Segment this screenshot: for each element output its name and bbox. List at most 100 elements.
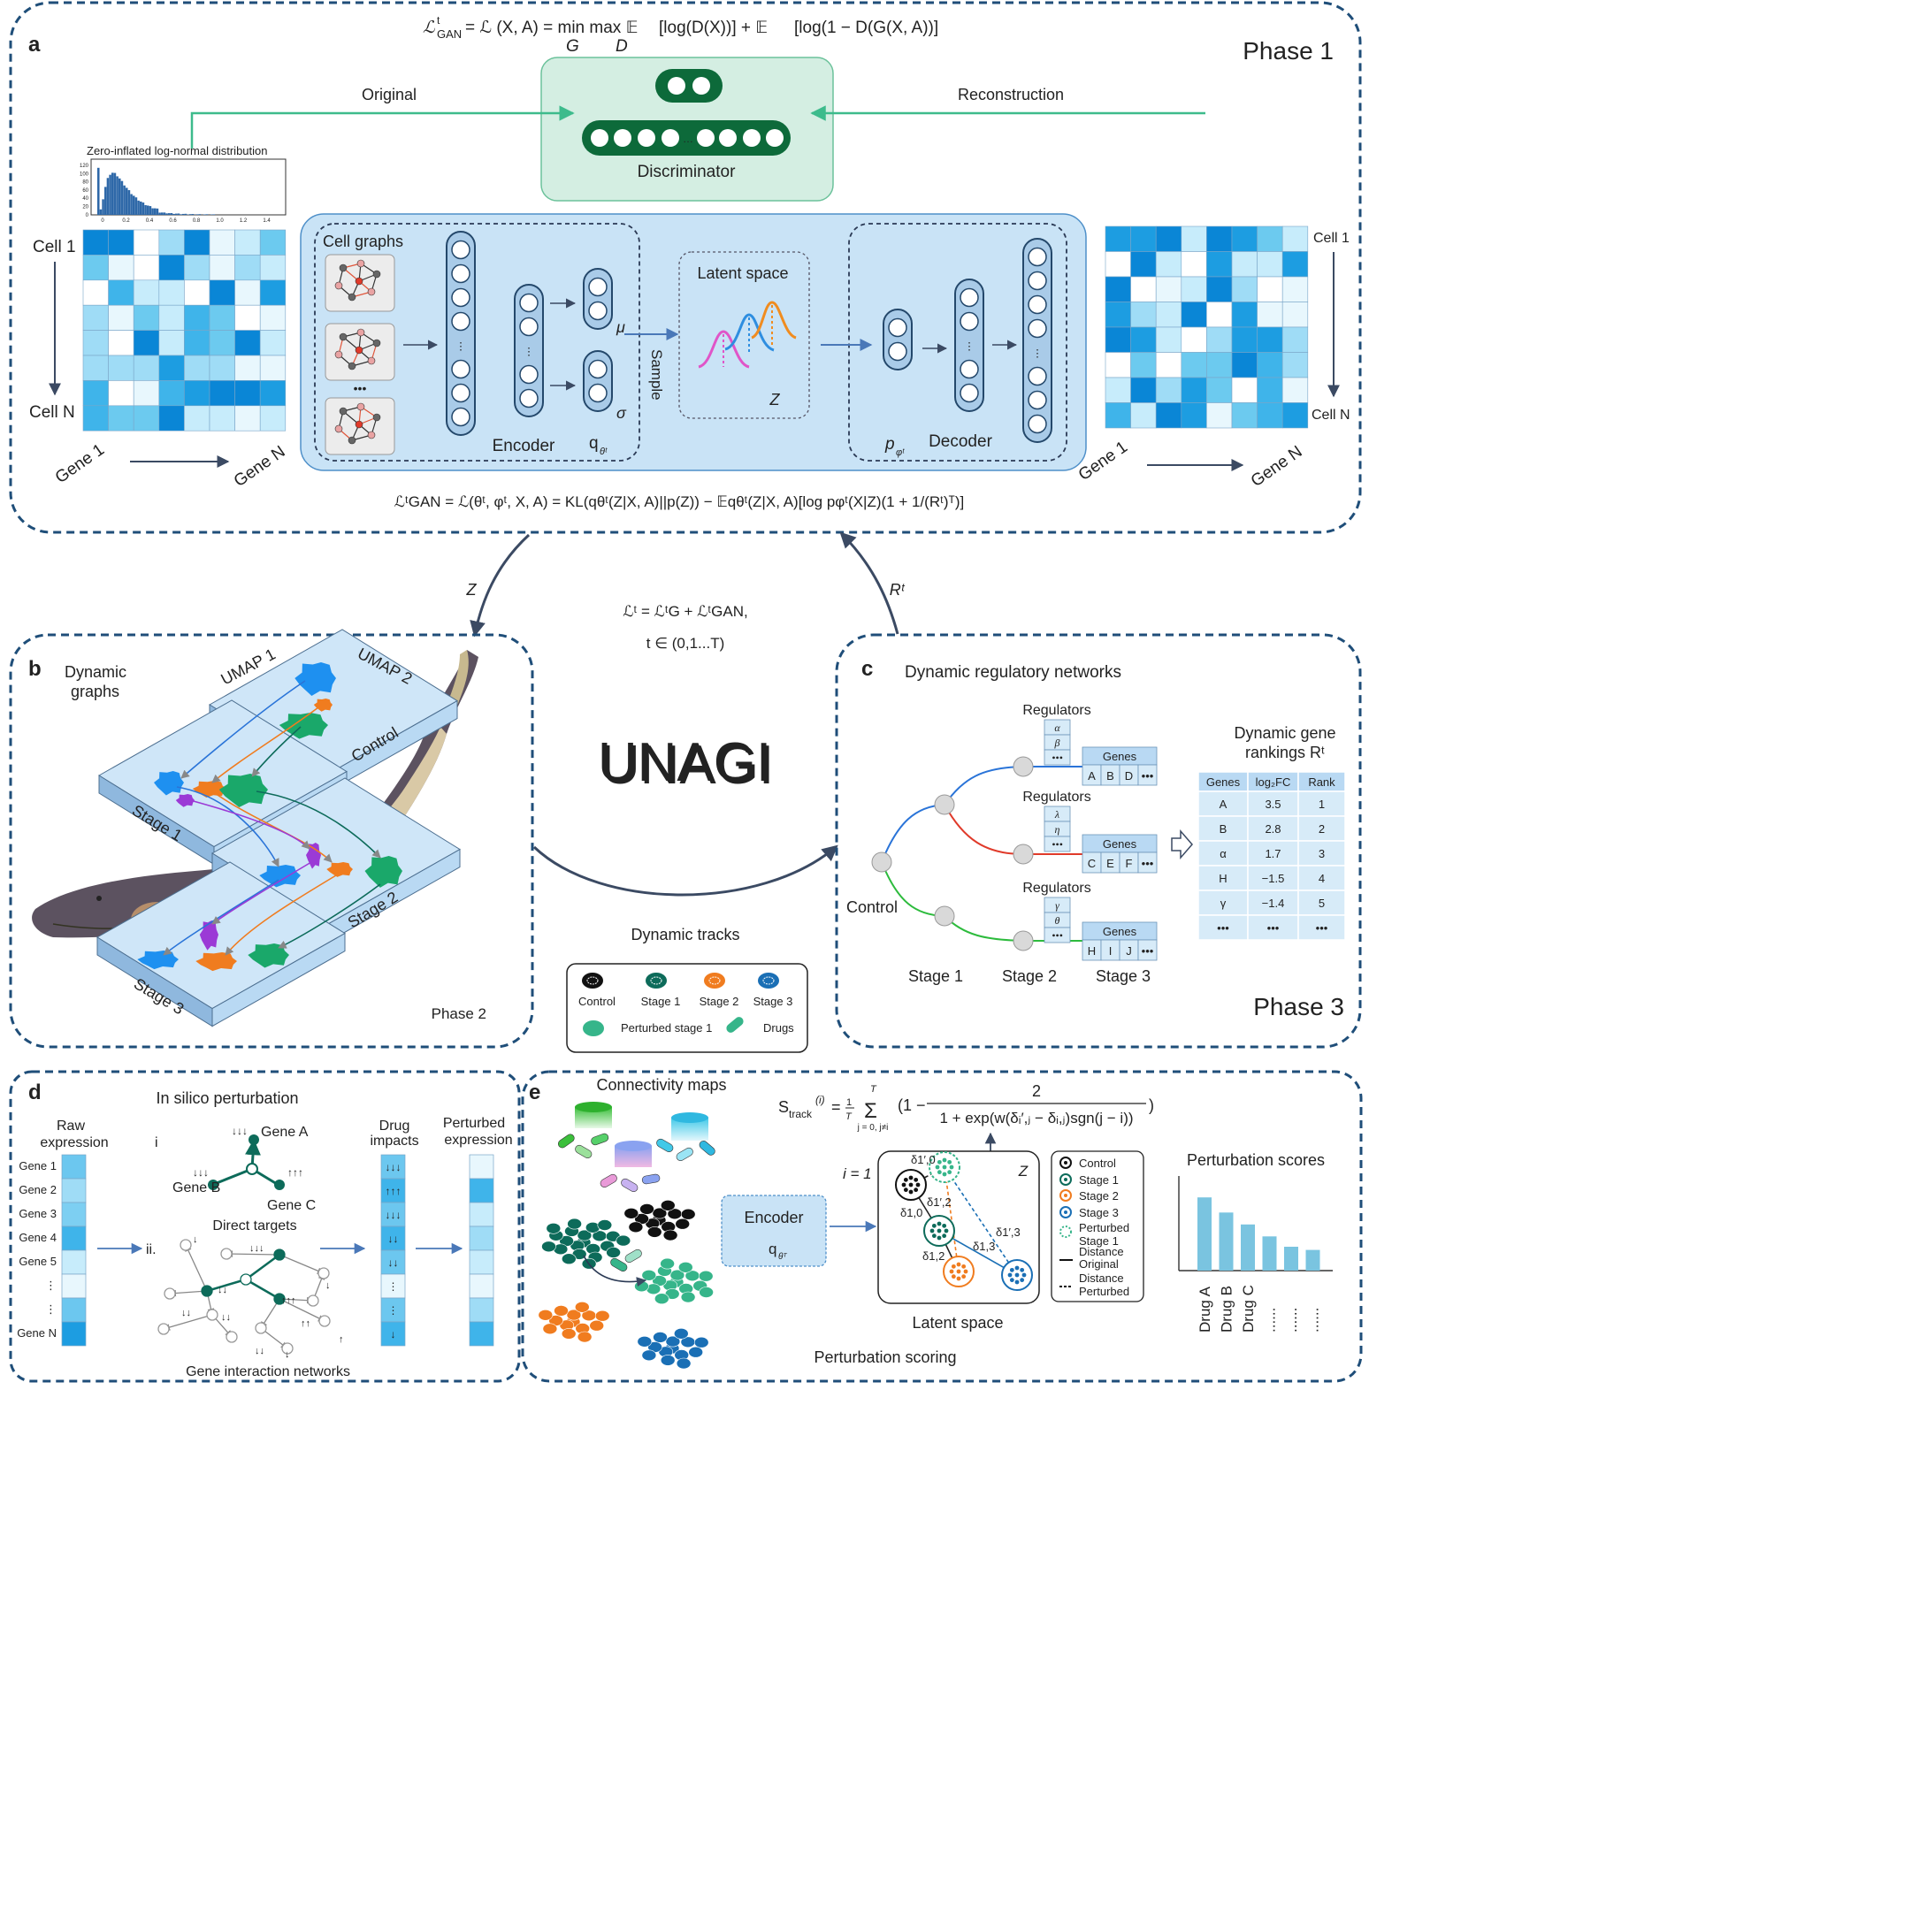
raw-cell	[61, 1202, 87, 1227]
heatmap-cell	[1281, 225, 1309, 252]
stage1-cell	[606, 1247, 621, 1258]
panel-d-letter: d	[28, 1081, 42, 1104]
rank-arrow	[1171, 829, 1193, 860]
stage1-cell	[567, 1218, 582, 1230]
encoder-input-layer	[446, 231, 476, 436]
layer-node	[1028, 247, 1047, 267]
hist-y-tick: 0	[86, 213, 89, 218]
heatmap-cell	[209, 355, 235, 381]
hist-bar	[182, 213, 185, 215]
heatmap-cell	[1231, 225, 1258, 252]
drug-pill	[610, 1257, 628, 1271]
heatmap-cell	[1231, 377, 1258, 403]
drug-pill	[676, 1147, 693, 1161]
gene-c-node	[274, 1180, 285, 1190]
layer-node	[451, 240, 470, 260]
heatmap-cell	[259, 229, 287, 256]
stage2-cell	[538, 1310, 554, 1321]
latent-control-node-dot	[914, 1187, 919, 1193]
layer-node	[1028, 414, 1047, 434]
encoder-e-q: q	[769, 1241, 776, 1257]
perturbed-cell	[654, 1293, 669, 1304]
encoder-e-q-sub: θᵀ	[778, 1252, 787, 1262]
control-cell	[660, 1200, 676, 1211]
raw-cell	[61, 1297, 87, 1323]
dt-drug-node	[246, 1163, 258, 1175]
hist-bar	[130, 194, 133, 215]
latent-gaussians	[698, 301, 797, 369]
network-effect-arrows: ↓	[193, 1234, 198, 1245]
impact-cell	[380, 1273, 406, 1299]
legend-e-label: Stage 3	[1079, 1206, 1119, 1219]
heatmap-cell	[234, 279, 261, 306]
rank-title-1: Dynamic gene	[1234, 724, 1335, 742]
panel-c-border	[835, 633, 1362, 1049]
hist-y-tick: 40	[82, 196, 88, 202]
hist-y-tick: 100	[80, 172, 89, 177]
heatmap-cell	[158, 229, 185, 256]
regulators-label: Regulators	[1022, 881, 1090, 896]
encoder-region	[314, 223, 640, 462]
s1-purple-cluster	[175, 794, 195, 807]
network-drug-edge	[245, 1278, 280, 1301]
latent-control-node-dot	[915, 1182, 921, 1187]
heatmap-cell	[1231, 402, 1258, 429]
rank-cell	[1297, 914, 1346, 941]
tree-edge-blue-1	[881, 804, 945, 863]
heatmap-cell	[184, 405, 210, 431]
reconstructed-expression-matrix	[1105, 225, 1309, 429]
heatmap-cell	[1105, 276, 1131, 302]
heatmap-cell	[1130, 402, 1157, 429]
disc-node	[668, 77, 685, 95]
s-track-sigma: Σ	[864, 1099, 877, 1123]
rank-cell-text: −1.5	[1262, 872, 1285, 885]
rank-cell-text: 5	[1319, 897, 1325, 910]
heatmap-cell	[184, 330, 210, 356]
stage3-cell	[673, 1328, 689, 1340]
stage2-cell	[574, 1302, 590, 1313]
drug-axis-label: Drug C	[1240, 1285, 1257, 1333]
heatmap-cell	[133, 279, 160, 306]
rank-cell	[1197, 840, 1249, 867]
latent-stage2-node-dot	[951, 1274, 956, 1279]
hist-x-tick: 1.4	[263, 218, 271, 224]
delta-label: δ1,3	[973, 1240, 995, 1253]
heatmap-cell	[82, 330, 109, 356]
cell-graphs-label: Cell graphs	[323, 233, 403, 250]
hist-bar	[180, 214, 182, 215]
gene-c-label: Gene C	[267, 1198, 316, 1213]
cell-graph-node	[334, 424, 343, 433]
network-drug-edge	[206, 1278, 247, 1293]
gaussian-orange	[751, 301, 797, 340]
layer-node	[960, 383, 979, 403]
heatmap-cell	[234, 330, 261, 356]
formula-sub: GAN	[437, 27, 462, 41]
cell-graph-node	[355, 346, 363, 355]
mu-label: μ	[616, 318, 625, 336]
s-track-2: 2	[1032, 1082, 1041, 1100]
rank-cell	[1247, 790, 1299, 817]
heatmap-cell	[1281, 326, 1309, 353]
legend-label: Stage 1	[641, 995, 681, 1008]
latent-stage2-node-dot	[961, 1264, 967, 1269]
heatmap-cell	[259, 304, 287, 331]
heatmap-cell	[1130, 225, 1157, 252]
cell-graph-node	[334, 350, 343, 359]
cell-n-label-left: Cell N	[29, 403, 75, 422]
stage1-cell	[541, 1241, 556, 1253]
raw-expression-1: Raw	[57, 1119, 85, 1134]
latent-stage2-node-dot	[956, 1276, 961, 1281]
drug-axis-label: Drug A	[1197, 1286, 1213, 1333]
perturbed-cell	[669, 1269, 685, 1281]
heatmap-cell	[158, 279, 185, 306]
s-track-formula-lhs: S	[778, 1098, 789, 1116]
hist-x-tick: 0.8	[193, 218, 201, 224]
encoder-e-box	[721, 1195, 827, 1267]
heatmap-cell	[158, 330, 185, 356]
rank-cell-text: •••	[1316, 921, 1328, 935]
regulator-symbol: θ	[1055, 914, 1060, 927]
q-theta-subscript: θᵗ	[600, 447, 608, 457]
perturbed-cell	[677, 1262, 693, 1273]
heatmap-cell	[1155, 225, 1182, 252]
layer-node	[1028, 294, 1047, 315]
